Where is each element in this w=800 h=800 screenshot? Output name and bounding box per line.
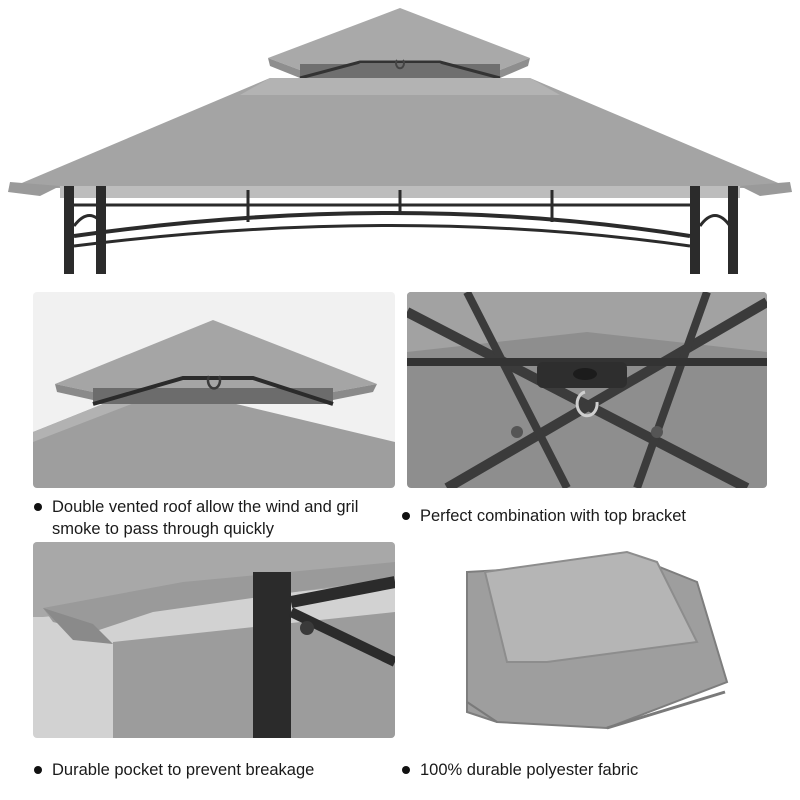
top-bracket-photo: [407, 292, 767, 488]
caption-text: Double vented roof allow the wind and gr…: [52, 498, 359, 538]
feature-caption-fabric: 100% durable polyester fabric: [402, 759, 762, 781]
bullet-icon: [402, 512, 410, 520]
caption-text: Durable pocket to prevent breakage: [52, 761, 315, 779]
caption-text: 100% durable polyester fabric: [420, 761, 639, 779]
bullet-icon: [34, 766, 42, 774]
hero-gazebo-image: [0, 0, 800, 290]
feature-caption-top-bracket: Perfect combination with top bracket: [402, 505, 762, 527]
feature-caption-vented-roof: Double vented roof allow the wind and gr…: [34, 496, 394, 540]
vented-roof-photo: [33, 292, 395, 488]
bullet-icon: [402, 766, 410, 774]
polyester-fabric-photo: [407, 542, 767, 738]
feature-caption-pocket: Durable pocket to prevent breakage: [34, 759, 394, 781]
bullet-icon: [34, 503, 42, 511]
caption-text: Perfect combination with top bracket: [420, 507, 686, 525]
durable-pocket-photo: [33, 542, 395, 738]
